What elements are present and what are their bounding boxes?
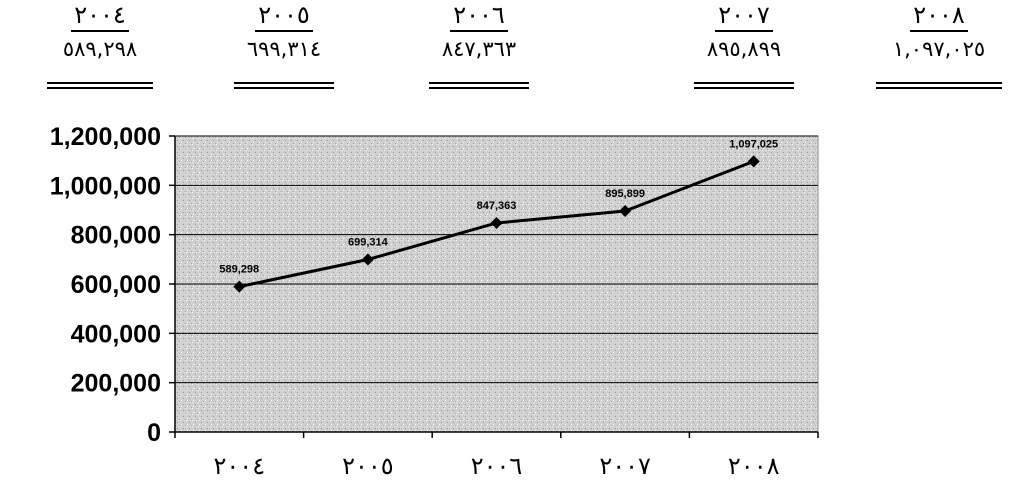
x-tick-label: ٢٠٠٤: [214, 453, 266, 480]
data-point-marker: [361, 253, 374, 266]
header-underline: [71, 30, 129, 32]
summary-header-2006: ٢٠٠٦ ٨٤٧,٣٦٣: [420, 0, 538, 89]
data-point-marker: [619, 205, 632, 218]
header-underline: [450, 30, 508, 32]
summary-year: ٢٠٠٤: [74, 1, 126, 29]
summary-header-2007: ٢٠٠٧ ٨٩٥,٨٩٩: [684, 0, 804, 89]
double-underline: [234, 82, 334, 89]
summary-header-2008: ٢٠٠٨ ١,٠٩٧,٠٢٥: [868, 0, 1010, 89]
y-tick-label: 400,000: [71, 320, 161, 348]
summary-header-2004: ٢٠٠٤ ٥٨٩,٢٩٨: [40, 0, 160, 89]
summary-year: ٢٠٠٧: [718, 1, 770, 29]
x-tick-label: ٢٠٠٧: [599, 453, 651, 480]
double-underline: [694, 82, 794, 89]
data-label: 699,314: [348, 237, 389, 249]
summary-value: ٨٤٧,٣٦٣: [441, 37, 517, 61]
y-tick-label: 800,000: [71, 222, 161, 250]
double-underline: [876, 82, 1002, 89]
data-point-marker: [233, 280, 246, 293]
summary-year: ٢٠٠٦: [453, 1, 505, 29]
header-underline: [255, 30, 313, 32]
x-tick-label: ٢٠٠٦: [471, 453, 523, 480]
double-underline: [47, 82, 153, 89]
data-point-marker: [747, 155, 760, 168]
data-label: 1,097,025: [729, 138, 778, 150]
y-tick-label: 1,200,000: [50, 123, 161, 151]
data-label: 895,899: [605, 188, 645, 200]
y-tick-label: 1,000,000: [50, 172, 161, 200]
header-underline: [715, 30, 773, 32]
y-tick-label: 0: [147, 419, 161, 447]
summary-value: ٦٩٩,٣١٤: [246, 37, 322, 61]
summary-header-2005: ٢٠٠٥ ٦٩٩,٣١٤: [226, 0, 342, 89]
summary-value: ٥٨٩,٢٩٨: [62, 37, 138, 61]
x-tick-label: ٢٠٠٥: [342, 453, 394, 480]
summary-year: ٢٠٠٥: [258, 1, 310, 29]
data-label: 589,298: [219, 264, 259, 276]
header-underline: [910, 30, 968, 32]
data-label: 847,363: [477, 200, 517, 212]
data-point-marker: [490, 216, 503, 229]
y-tick-label: 200,000: [71, 370, 161, 398]
double-underline: [429, 82, 529, 89]
summary-value: ١,٠٩٧,٠٢٥: [892, 37, 986, 61]
summary-year: ٢٠٠٨: [913, 1, 965, 29]
y-tick-label: 600,000: [71, 271, 161, 299]
x-tick-label: ٢٠٠٨: [728, 453, 780, 480]
summary-value: ٨٩٥,٨٩٩: [706, 37, 782, 61]
